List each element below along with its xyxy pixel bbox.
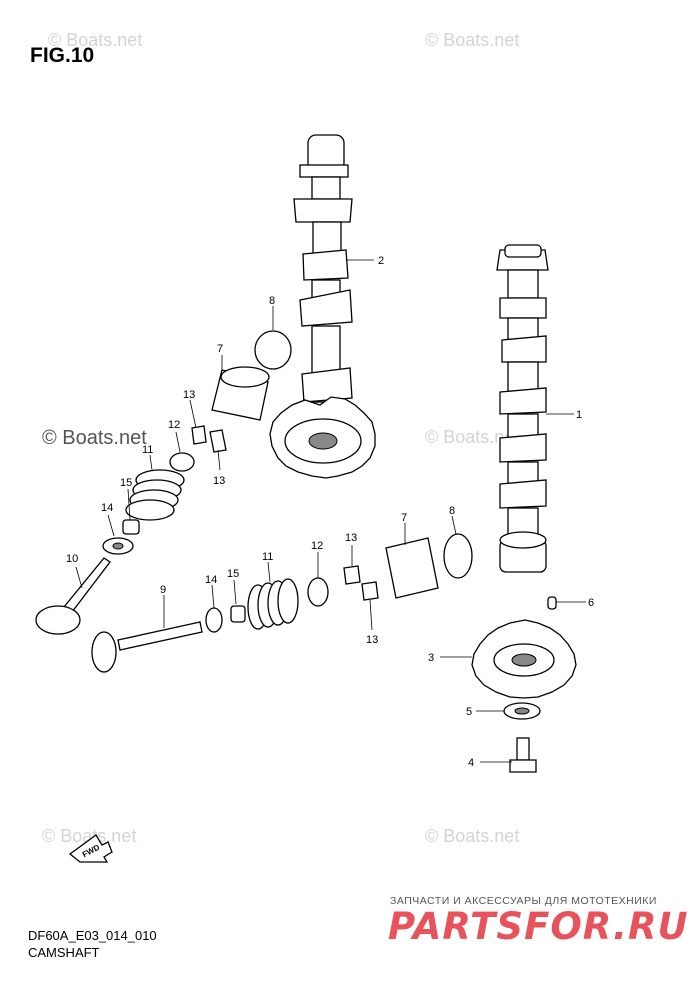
callout-8: 8 <box>269 295 275 307</box>
shop-logo: PARTSFOR.RU <box>388 905 689 948</box>
callout-13: 13 <box>213 475 225 487</box>
callout-7: 7 <box>401 512 407 524</box>
callout-5: 5 <box>466 706 472 718</box>
watermark: © Boats.net <box>48 30 143 50</box>
spring-retainer-lower <box>307 577 329 607</box>
watermark: © Boats.net <box>425 30 520 50</box>
bolt <box>516 737 530 761</box>
callout-8: 8 <box>449 505 455 517</box>
valve-cotter <box>191 425 207 445</box>
callout-14: 14 <box>101 502 113 514</box>
callout-13: 13 <box>366 634 378 646</box>
callout-10: 10 <box>66 553 78 565</box>
callout-6: 6 <box>588 597 594 609</box>
callout-2: 2 <box>378 255 384 267</box>
watermark: © Boats.net <box>425 427 520 447</box>
callout-12: 12 <box>311 540 323 552</box>
valve-intake <box>91 621 203 673</box>
spring-retainer <box>169 452 195 472</box>
watermark: © Boats.net <box>425 826 520 846</box>
callout-1: 1 <box>576 409 582 421</box>
callout-12: 12 <box>168 419 180 431</box>
figure-title: FIG.10 <box>30 44 95 67</box>
valve-stem-seal-lower <box>230 605 246 623</box>
figure-subtitle: CAMSHAFT <box>28 945 100 960</box>
callout-4: 4 <box>468 757 474 769</box>
valve-stem-seal <box>122 519 140 535</box>
valve-spring-lower <box>247 578 299 630</box>
callout-13: 13 <box>345 532 357 544</box>
shop-caption: ЗАПЧАСТИ И АКСЕССУАРЫ ДЛЯ МОТОТЕХНИКИ <box>390 895 657 907</box>
callout-11: 11 <box>142 444 153 456</box>
camshaft-right <box>496 244 549 573</box>
figure-code: DF60A_E03_014_010 <box>28 928 157 943</box>
callout-15: 15 <box>227 568 239 580</box>
valve-exhaust <box>35 557 111 635</box>
dowel-pin <box>547 596 557 610</box>
callout-9: 9 <box>160 584 166 596</box>
valve-lifter-lower <box>385 537 439 599</box>
camshaft-left <box>269 134 376 479</box>
callout-3: 3 <box>428 652 434 664</box>
callout-14: 14 <box>205 574 217 586</box>
valve-spring <box>125 469 185 521</box>
spring-seat-lower <box>205 607 223 633</box>
callout-11: 11 <box>262 551 273 563</box>
valve-cotter-lower <box>343 565 361 585</box>
watermark: © Boats.net <box>42 826 137 846</box>
callout-13: 13 <box>183 389 195 401</box>
tappet-shim-lower <box>443 533 473 579</box>
callout-labels: 1 2 3 4 5 6 7 7 8 8 9 10 11 11 12 12 13 … <box>66 255 594 769</box>
leader-lines <box>75 259 586 763</box>
forward-arrow-icon: FWD <box>68 834 113 863</box>
callout-7: 7 <box>217 343 223 355</box>
tappet-shim <box>254 330 292 370</box>
camshaft-sprocket <box>471 619 577 699</box>
callout-15: 15 <box>120 477 132 489</box>
watermark-primary: © Boats.net <box>42 427 147 449</box>
